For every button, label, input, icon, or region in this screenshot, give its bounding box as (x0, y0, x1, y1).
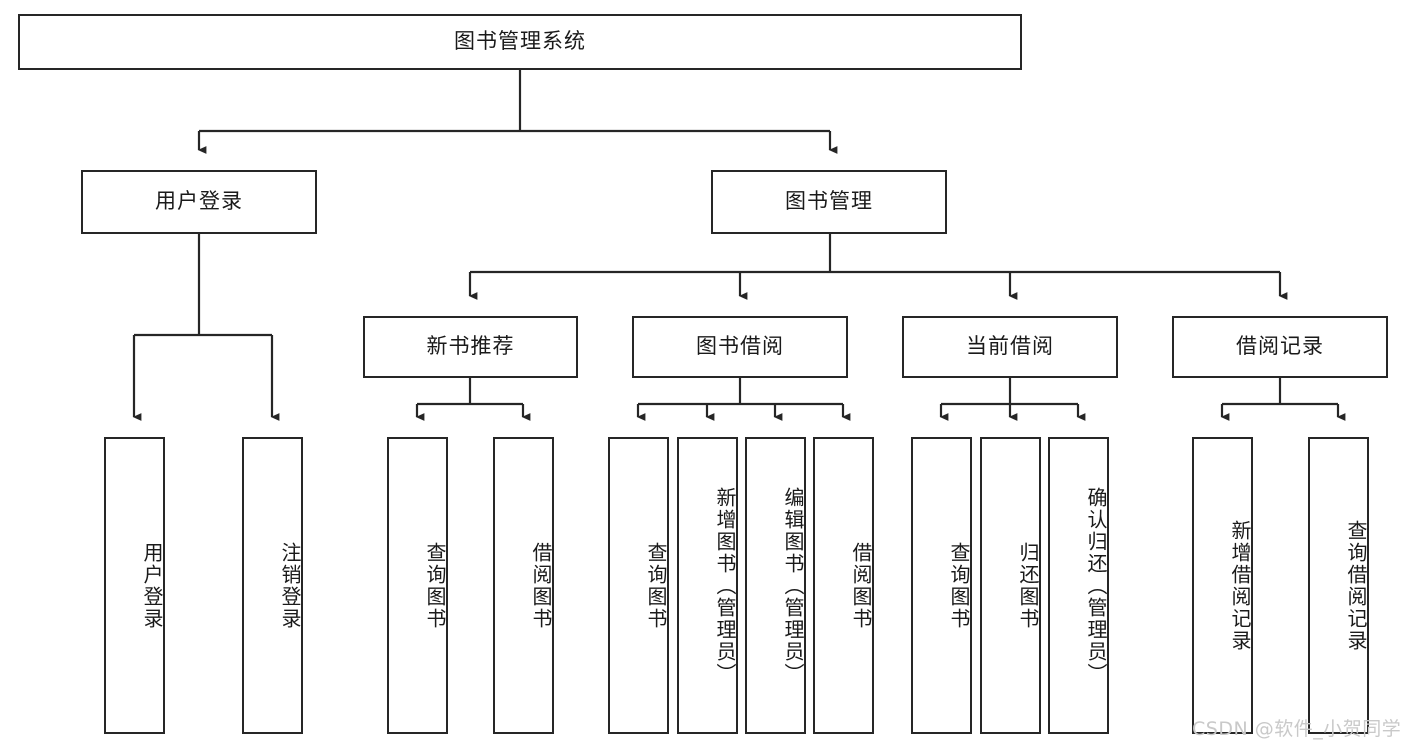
node-label: 查询图书 (644, 541, 668, 630)
node-new-book-recommend[interactable]: 新书推荐 (363, 316, 578, 378)
leaf-edit-book-admin[interactable]: 编辑图书（管理员） (745, 437, 806, 734)
leaf-query-book-new-recommend[interactable]: 查询图书 (387, 437, 448, 734)
node-label: 新书推荐 (426, 334, 515, 359)
leaf-borrow-book-borrow[interactable]: 借阅图书 (813, 437, 874, 734)
leaf-query-book-borrow[interactable]: 查询图书 (608, 437, 669, 734)
node-book-management[interactable]: 图书管理 (711, 170, 947, 234)
leaf-return-book[interactable]: 归还图书 (980, 437, 1041, 734)
node-label: 图书借阅 (696, 334, 784, 359)
node-current-borrow[interactable]: 当前借阅 (902, 316, 1118, 378)
node-borrow-record[interactable]: 借阅记录 (1172, 316, 1388, 378)
node-book-management-system[interactable]: 图书管理系统 (18, 14, 1022, 70)
node-label: 借阅图书 (529, 541, 553, 630)
node-label: 查询图书 (947, 541, 971, 630)
node-label: 查询借阅记录 (1344, 519, 1368, 652)
leaf-add-borrow-record[interactable]: 新增借阅记录 (1192, 437, 1253, 734)
node-label: 查询图书 (423, 541, 447, 630)
node-label: 图书管理 (785, 189, 873, 214)
node-label: 新增借阅记录 (1228, 519, 1252, 652)
node-label: 借阅图书 (849, 541, 873, 630)
node-label: 借阅记录 (1236, 334, 1324, 359)
node-label: 注销登录 (278, 541, 302, 630)
node-book-borrow[interactable]: 图书借阅 (632, 316, 848, 378)
node-user-login[interactable]: 用户登录 (81, 170, 317, 234)
leaf-confirm-return-admin[interactable]: 确认归还（管理员） (1048, 437, 1109, 734)
leaf-query-borrow-record[interactable]: 查询借阅记录 (1308, 437, 1369, 734)
leaf-logout-login[interactable]: 注销登录 (242, 437, 303, 734)
leaf-user-login[interactable]: 用户登录 (104, 437, 165, 734)
node-label: 新增图书（管理员） (713, 486, 737, 685)
node-label: 图书管理系统 (454, 29, 586, 54)
leaf-borrow-book-new-recommend[interactable]: 借阅图书 (493, 437, 554, 734)
leaf-add-book-admin[interactable]: 新增图书（管理员） (677, 437, 738, 734)
leaf-query-book-current[interactable]: 查询图书 (911, 437, 972, 734)
node-label: 当前借阅 (966, 334, 1054, 359)
node-label: 归还图书 (1016, 541, 1040, 630)
node-label: 用户登录 (140, 541, 164, 630)
node-label: 编辑图书（管理员） (781, 486, 805, 685)
node-label: 确认归还（管理员） (1084, 486, 1108, 685)
node-label: 用户登录 (155, 189, 243, 214)
